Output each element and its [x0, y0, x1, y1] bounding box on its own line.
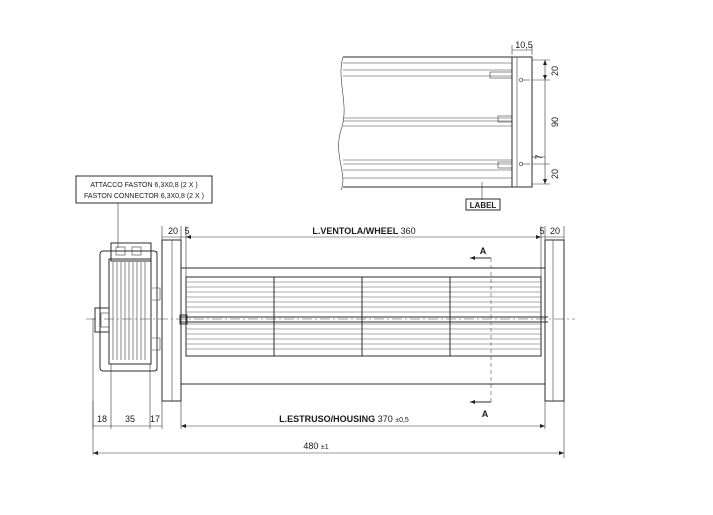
motor	[94, 242, 161, 372]
detail-dimensions: 10,5 20 90 7 20	[511, 40, 560, 185]
dim-top-5-right: 5	[539, 226, 544, 236]
dim-side-90: 90	[550, 117, 560, 127]
dim-side-20-top: 20	[550, 66, 560, 76]
section-mark-bottom: A	[482, 409, 489, 419]
label-callout-text: LABEL	[470, 201, 497, 210]
dim-overall-length: 480 ±1	[303, 441, 328, 451]
dim-side-20-bottom: 20	[550, 169, 560, 179]
impeller-wheel	[179, 276, 548, 357]
dim-bottom-17: 17	[150, 414, 160, 424]
wheel-length-label: L.VENTOLA/WHEEL 360	[312, 226, 415, 236]
left-end-plate	[161, 239, 182, 402]
dim-top-20-left: 20	[168, 226, 178, 236]
label-callout: LABEL	[465, 198, 501, 211]
main-dimensions: 20 5 L.VENTOLA/WHEEL 360 5 20 18 35 17 L…	[92, 226, 565, 458]
connector-note: ATTACCO FASTON 6,3X0,8 (2 X ) FASTON CON…	[75, 175, 213, 248]
dim-bottom-18: 18	[97, 414, 107, 424]
main-view: A A	[86, 239, 575, 455]
dim-width-10-5: 10,5	[515, 40, 533, 50]
connector-note-en: FASTON CONNECTOR 6,3X0,8 (2 X )	[84, 193, 204, 200]
section-mark-top: A	[480, 246, 487, 256]
right-end-plate	[544, 239, 565, 402]
connector-note-it: ATTACCO FASTON 6,3X0,8 (2 X )	[90, 182, 197, 189]
dim-top-20-right: 20	[550, 226, 560, 236]
dim-top-5-left: 5	[184, 226, 189, 236]
housing-length-label: L.ESTRUSO/HOUSING 370 ±0,5	[279, 414, 409, 424]
dim-side-7: 7	[534, 154, 544, 159]
dim-bottom-35: 35	[125, 414, 135, 424]
housing-detail-view	[338, 56, 533, 200]
